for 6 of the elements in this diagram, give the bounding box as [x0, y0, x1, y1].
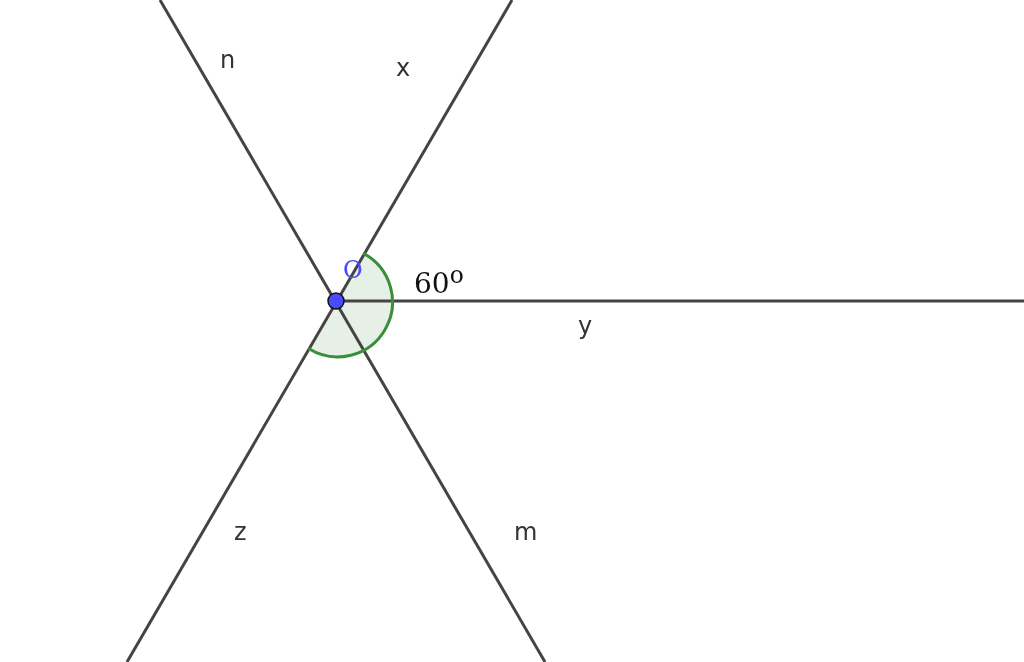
line-label: x — [396, 56, 411, 80]
line-label: y — [578, 314, 593, 338]
line-label: z — [234, 520, 247, 544]
line-label: m — [514, 520, 538, 544]
angle-label: 60$^{o}$ — [414, 264, 464, 299]
line-label: n — [220, 48, 236, 72]
